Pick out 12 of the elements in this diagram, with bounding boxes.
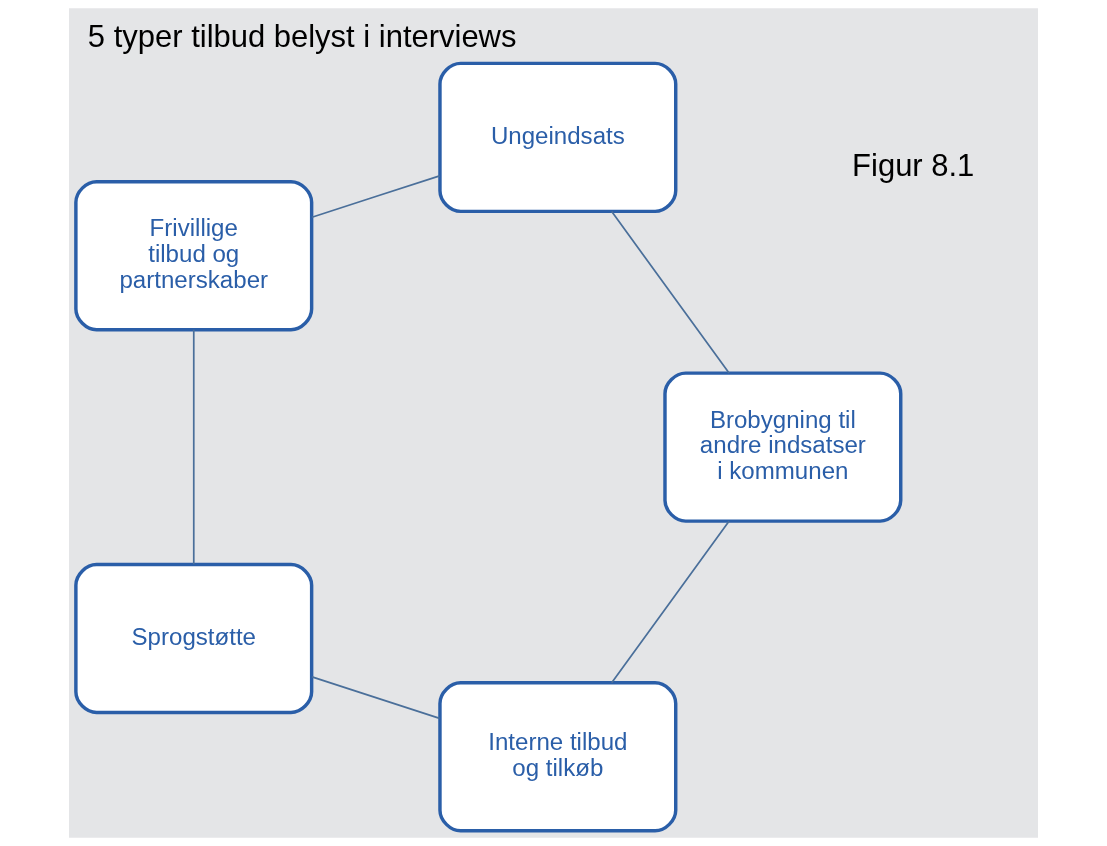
connector [311, 676, 441, 720]
node-box: Sprogstøtte [74, 562, 314, 715]
connector [610, 520, 730, 684]
node-box: Ungeindsats [438, 61, 678, 214]
node-box: Interne tilbud og tilkøb [438, 681, 678, 833]
node-box: Frivillige tilbud og partnerskaber [74, 179, 314, 332]
connector [610, 210, 730, 374]
connector [192, 328, 195, 566]
diagram-title: 5 typer tilbud belyst i interviews [87, 18, 517, 54]
node-box: Brobygning til andre indsatser i kommunen [663, 371, 903, 523]
connector [311, 174, 441, 219]
label: Figur 8.1 [852, 147, 975, 183]
